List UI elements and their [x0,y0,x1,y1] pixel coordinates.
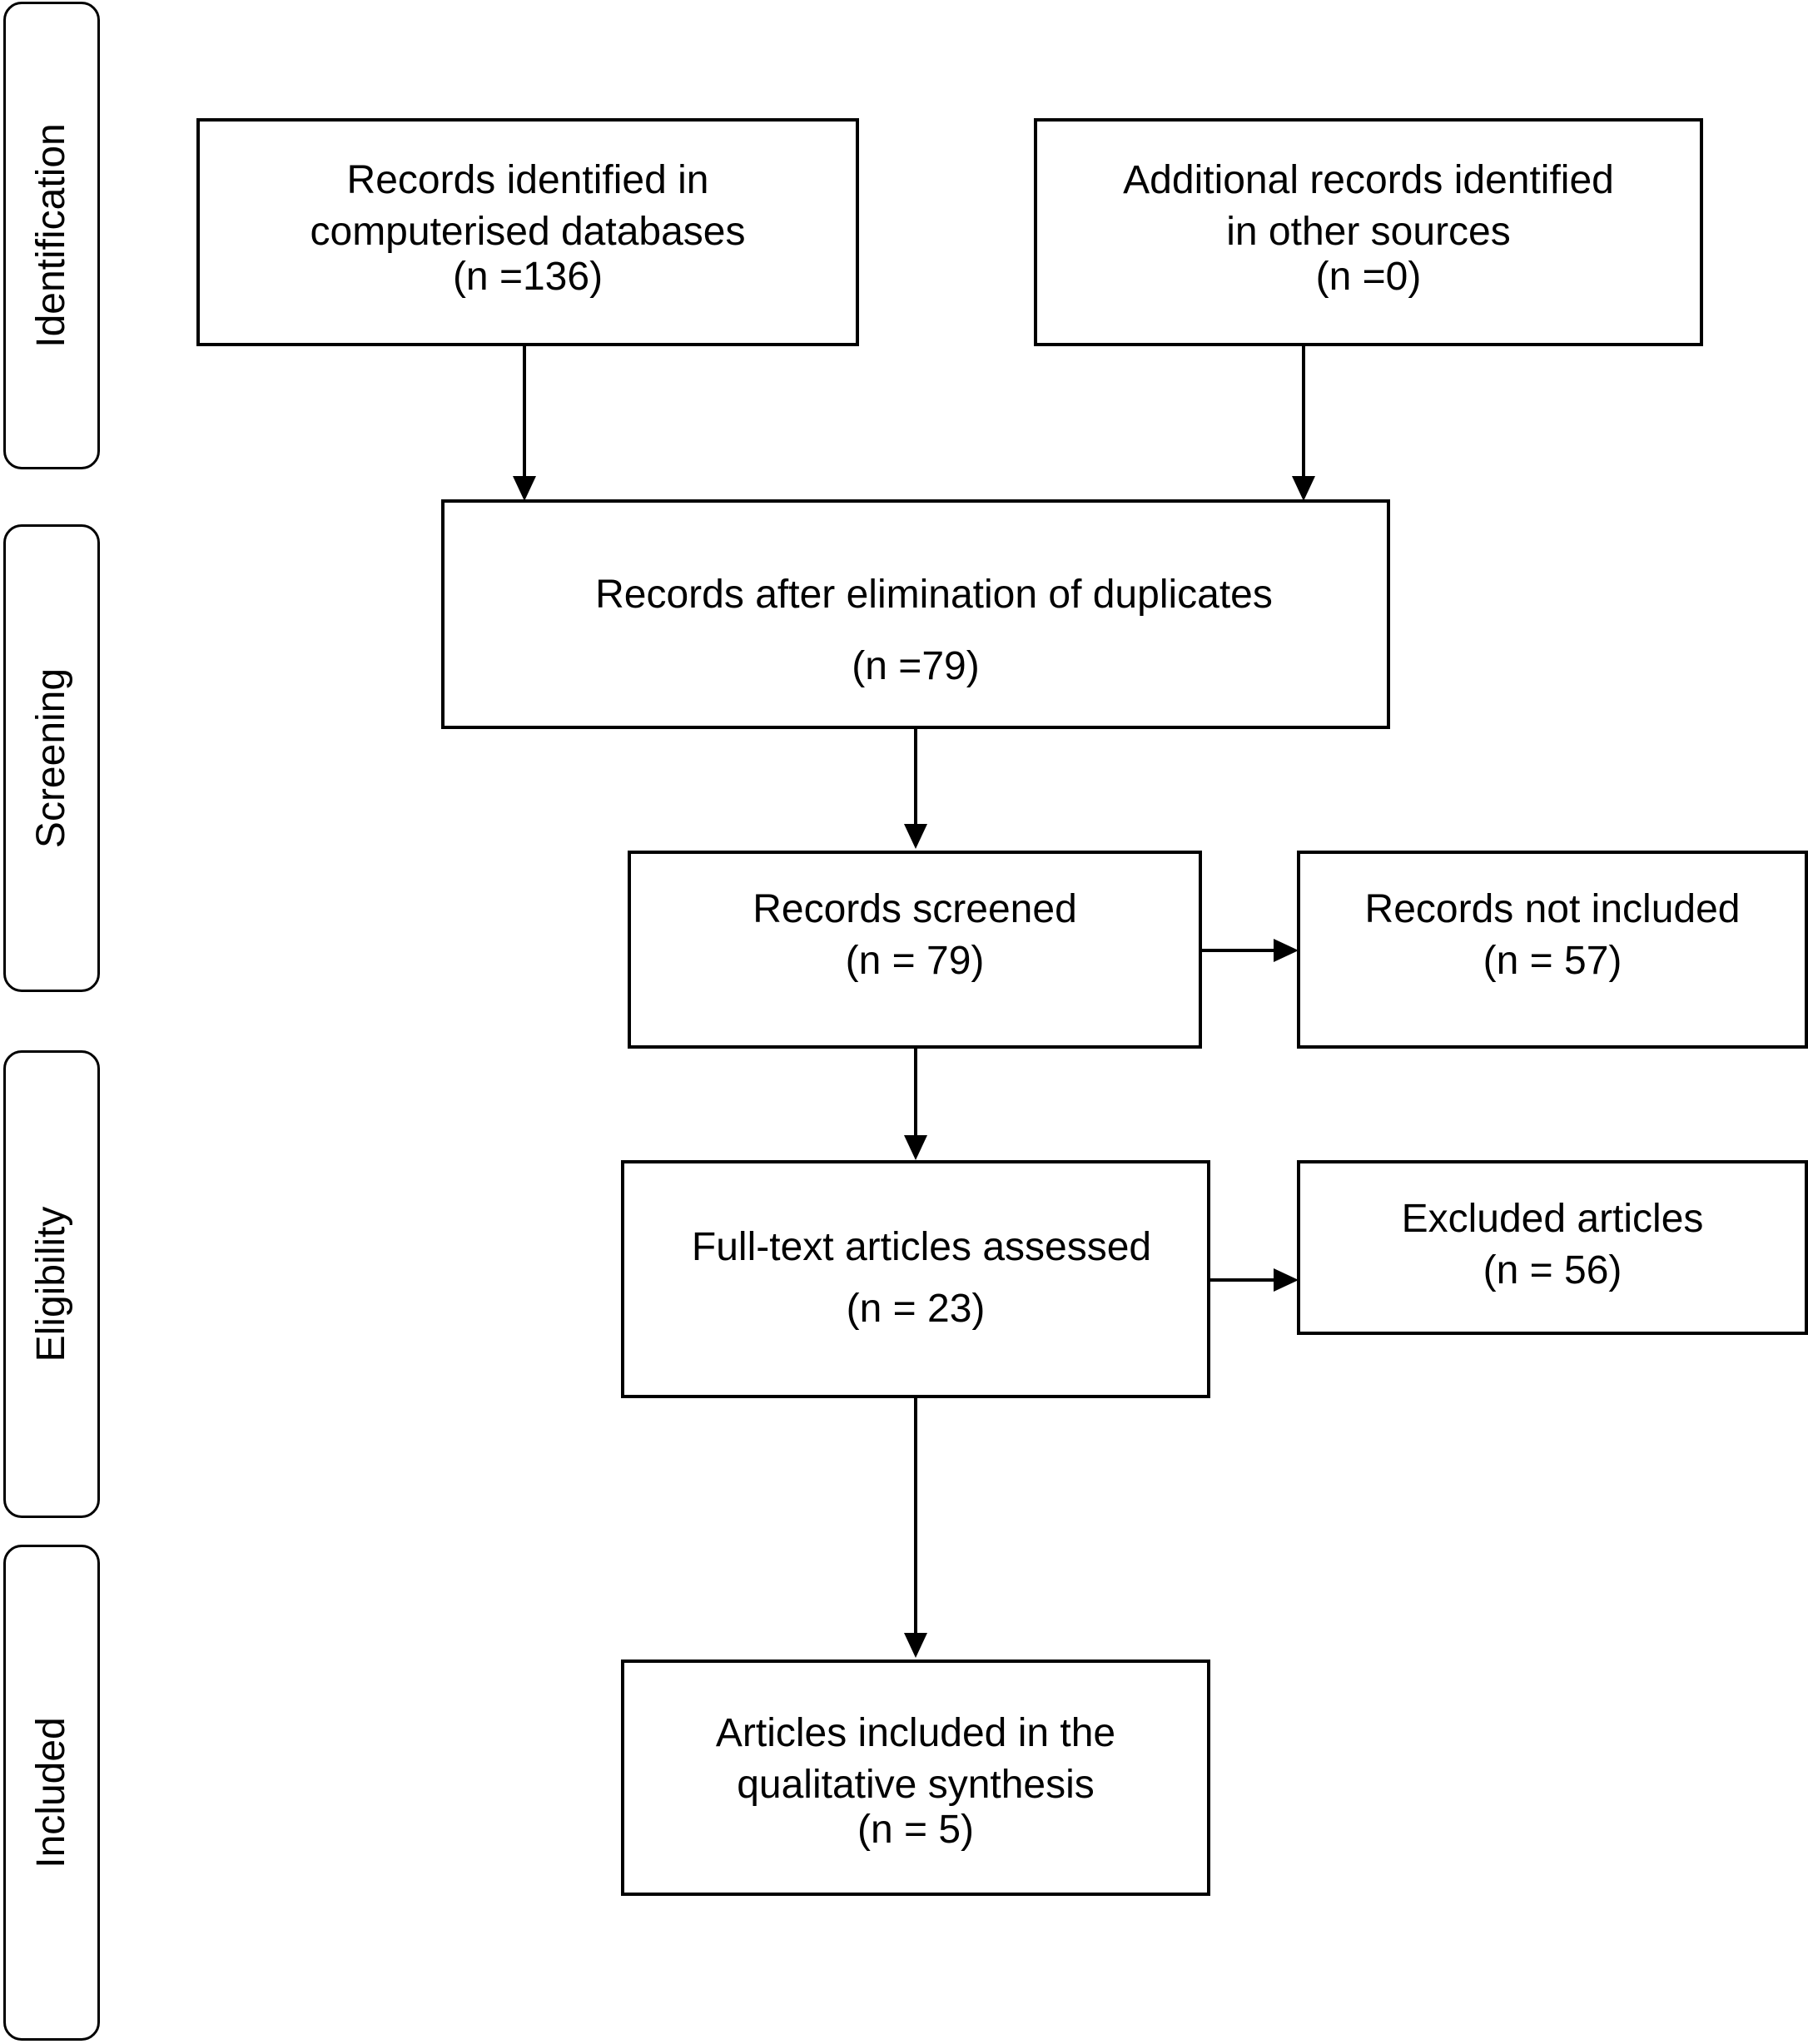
box-records-other-sources-count: (n =0) [1315,255,1422,299]
box-records-not-included-count: (n = 57) [1483,939,1622,983]
box-records-other-sources-line2: in other sources [1226,210,1511,254]
box-records-screened-line1: Records screened [753,887,1077,931]
arrowhead-other-sources [1292,476,1315,501]
arrowhead-full-text [904,1135,927,1160]
arrowhead-excluded [1274,1268,1299,1292]
box-records-databases: Records identified in computerised datab… [196,118,859,346]
phase-included-label: Included [29,1717,73,1868]
box-excluded-articles: Excluded articles (n = 56) [1297,1160,1808,1335]
box-records-not-included-line1: Records not included [1364,887,1741,931]
phase-screening-label: Screening [29,667,73,849]
box-records-other-sources-line1: Additional records identified [1123,158,1614,202]
box-records-databases-count: (n =136) [452,255,603,299]
arrowhead-databases [513,476,536,501]
phase-eligibility-label: Eligibility [29,1206,73,1362]
phase-identification-label: Identification [29,123,73,348]
arrowhead-included [904,1633,927,1658]
arrowhead-not-included [1274,939,1299,962]
box-full-text-assessed: Full-text articles assessed (n = 23) [621,1160,1210,1398]
box-records-not-included: Records not included (n = 57) [1297,851,1808,1049]
box-articles-included: Articles included in the qualitative syn… [621,1660,1210,1896]
box-records-databases-line2: computerised databases [310,210,746,254]
box-full-text-assessed-count: (n = 23) [846,1287,986,1331]
box-records-after-duplicates: Records after elimination of duplicates … [441,499,1390,729]
box-records-databases-line1: Records identified in [346,158,709,202]
box-articles-included-line2: qualitative synthesis [737,1763,1095,1807]
arrowhead-duplicates [904,824,927,849]
box-articles-included-line1: Articles included in the [715,1711,1116,1755]
box-records-after-duplicates-count: (n =79) [852,644,980,688]
box-records-other-sources: Additional records identified in other s… [1034,118,1703,346]
phase-screening: Screening [3,524,100,992]
box-excluded-articles-count: (n = 56) [1483,1248,1622,1292]
box-excluded-articles-line1: Excluded articles [1401,1197,1704,1241]
phase-identification: Identification [3,2,100,469]
box-articles-included-count: (n = 5) [857,1808,975,1852]
phase-included: Included [3,1545,100,2041]
box-records-screened: Records screened (n = 79) [628,851,1202,1049]
phase-eligibility: Eligibility [3,1050,100,1518]
box-records-after-duplicates-line1: Records after elimination of duplicates [595,573,1273,617]
box-full-text-assessed-line1: Full-text articles assessed [691,1225,1152,1269]
box-records-screened-count: (n = 79) [845,939,985,983]
